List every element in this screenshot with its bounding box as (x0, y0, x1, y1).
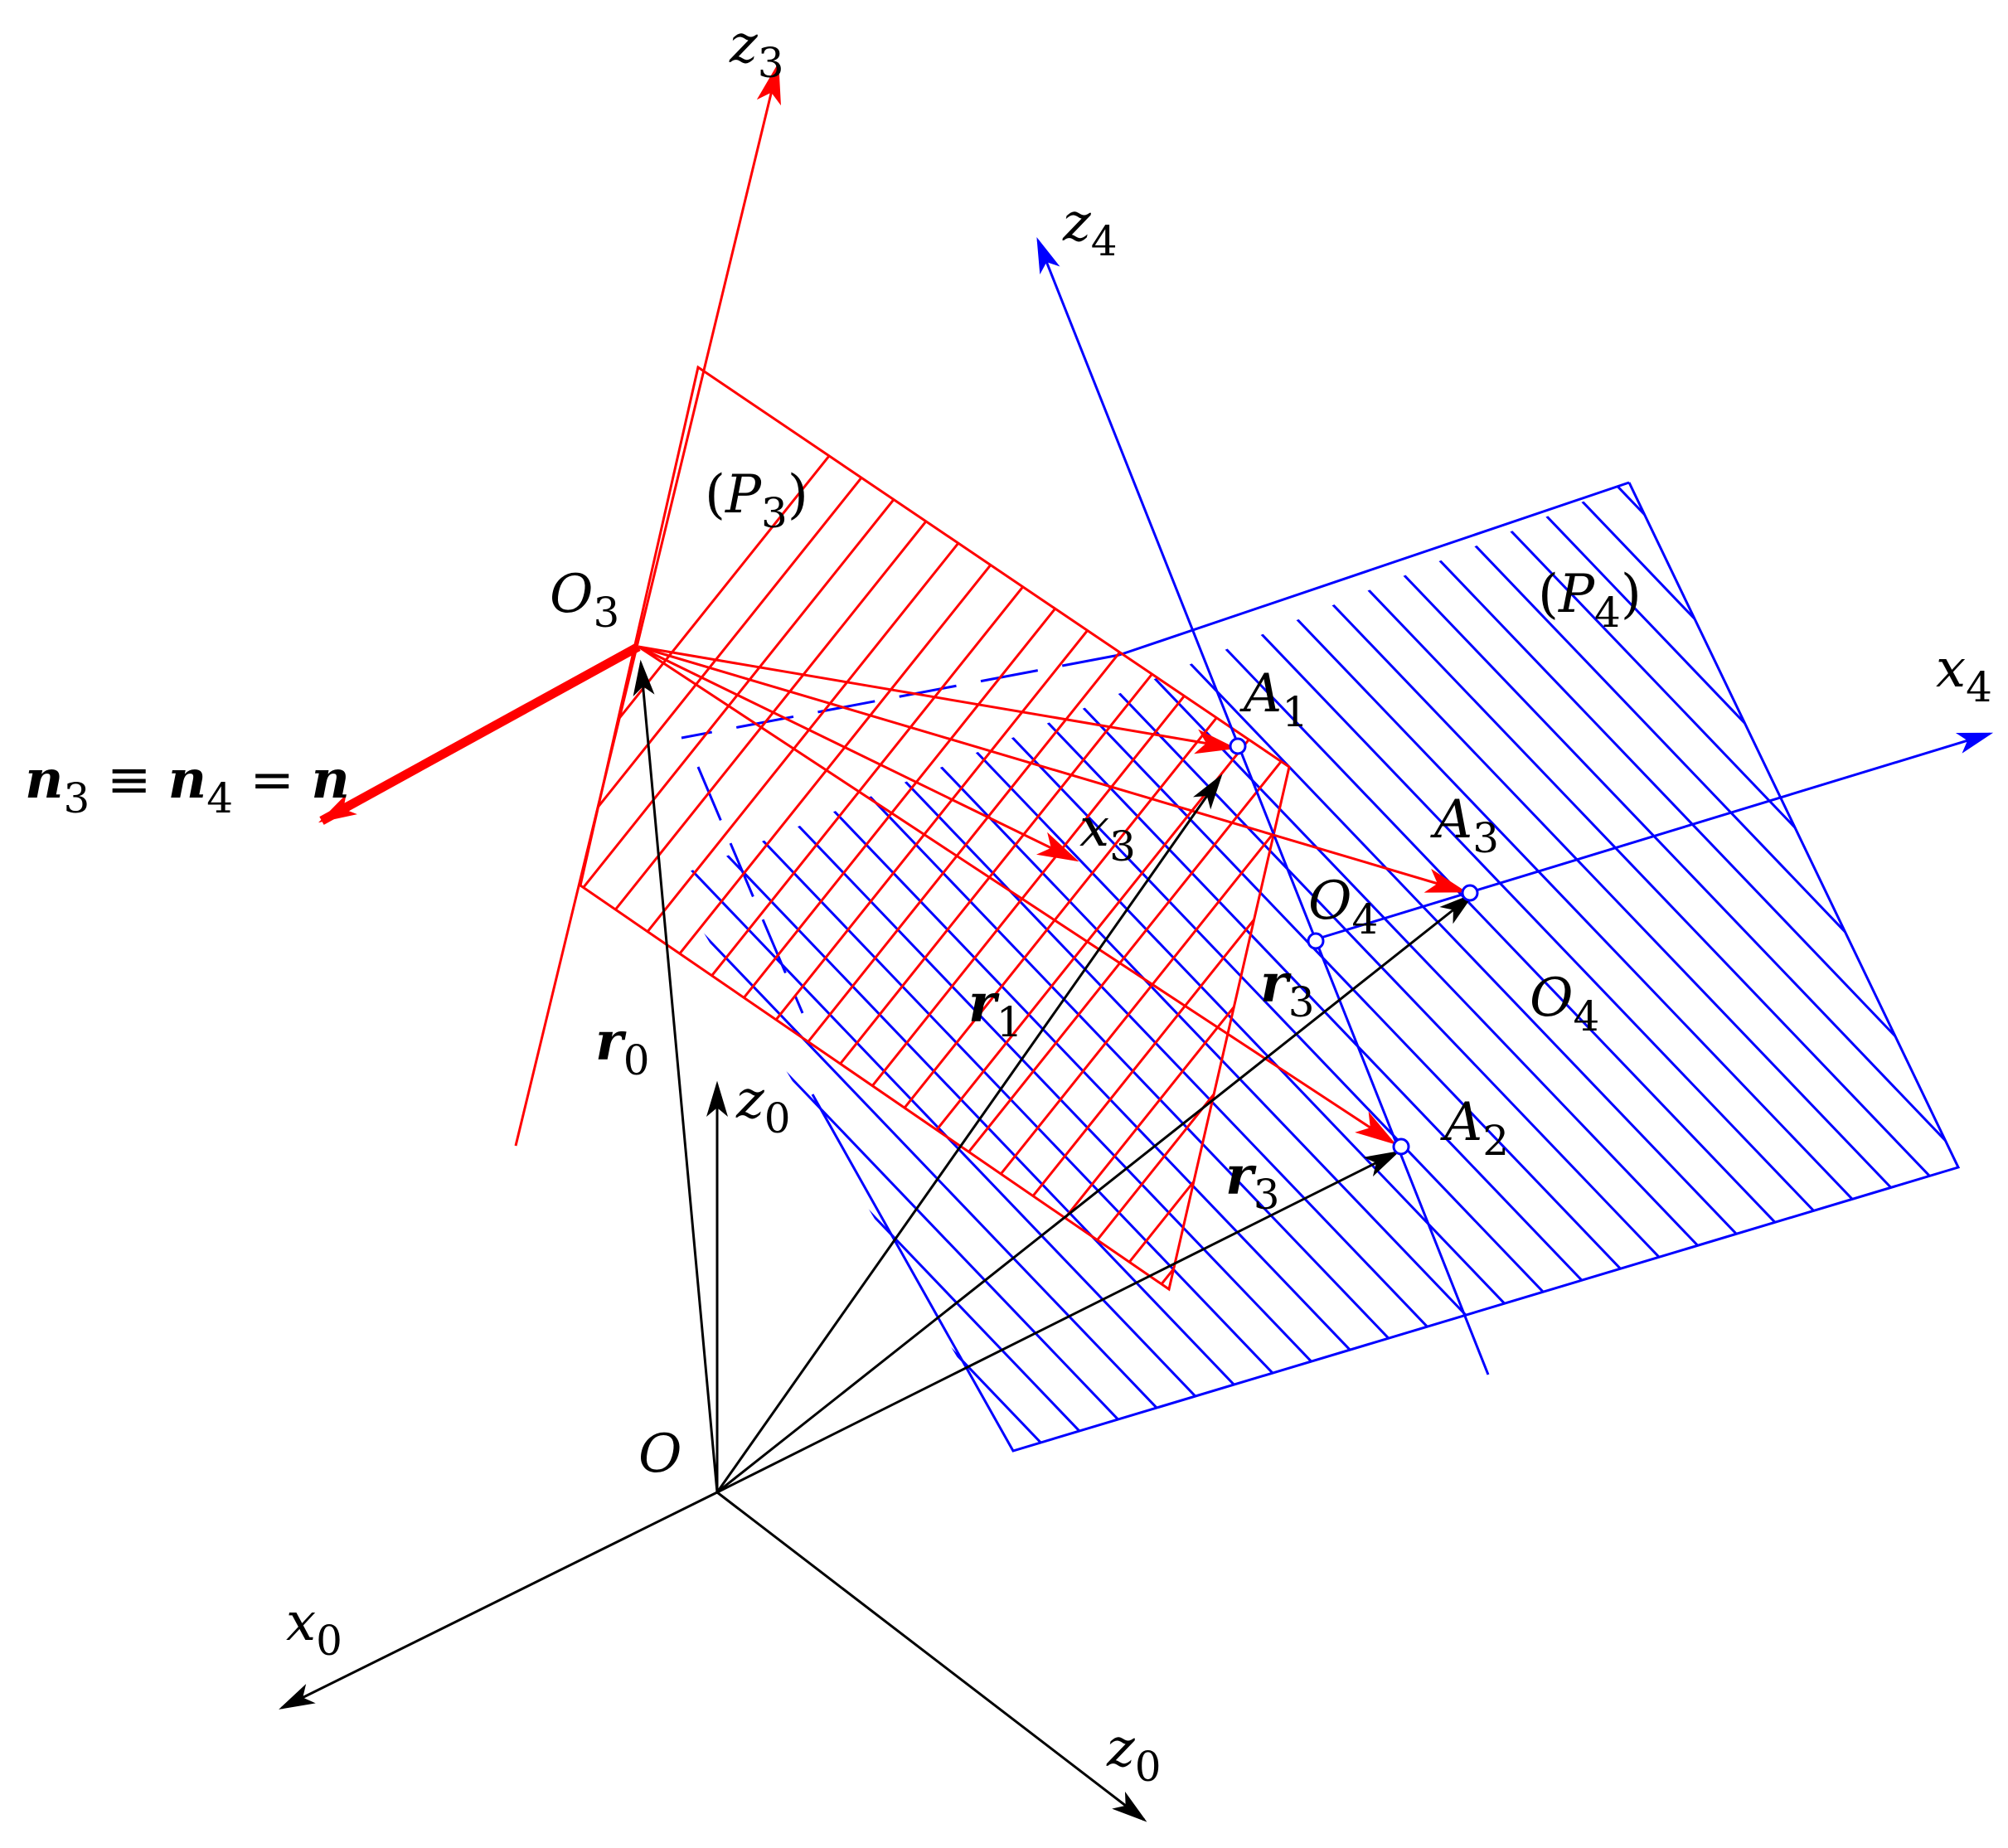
z0-diagonal-axis (716, 1491, 1147, 1822)
label-plane-p3: (P3) (705, 464, 808, 537)
label-z0-vertical: z0 (735, 1070, 791, 1142)
x4-axis (1317, 732, 1994, 940)
label-o4-upper: O4 (1308, 871, 1378, 943)
label-x3: x3 (1079, 798, 1136, 871)
label-z3: z3 (729, 14, 784, 87)
plane-p4-hatching (672, 483, 1958, 1451)
vector-o3-a2 (638, 645, 1397, 1145)
label-x4: x4 (1936, 638, 1992, 711)
labels: z3 z4 x4 x3 x0 z0 z0 O3 O4 O4 O A1 (25, 14, 1992, 1791)
label-r3-upper: r3 (1260, 953, 1315, 1026)
vector-o3-a1 (638, 645, 1237, 754)
label-x0: x0 (286, 1592, 342, 1665)
label-o-origin: O (638, 1424, 681, 1485)
label-a2: A2 (1440, 1092, 1509, 1165)
x3-axis (638, 645, 1079, 862)
label-z4: z4 (1062, 192, 1118, 265)
base-axes (279, 659, 1475, 1822)
z3-axis (514, 62, 781, 1147)
label-o4-lower: O4 (1530, 968, 1599, 1040)
label-normal-vector: n3 ≡ n4 = n (25, 749, 350, 822)
label-z0-diagonal: z0 (1106, 1718, 1162, 1791)
vector-r3-lower (716, 1151, 1400, 1494)
plane-p3-hatching (580, 367, 1289, 1289)
plane-p3 (579, 365, 1291, 1292)
x0-axis (279, 1491, 718, 1710)
red-vectors (638, 645, 1467, 1145)
vector-r1 (715, 774, 1223, 1493)
label-a3: A3 (1430, 789, 1499, 862)
vector-r0 (633, 659, 719, 1493)
plane-p4 (672, 481, 1961, 1453)
normal-vector-arrow (318, 643, 641, 825)
points (1229, 737, 1479, 1156)
label-r0: r0 (595, 1011, 650, 1084)
vector-o3-a3 (638, 645, 1467, 893)
point-a1 (1229, 737, 1247, 755)
point-a2 (1392, 1137, 1410, 1156)
label-r1: r1 (968, 973, 1023, 1046)
z4-axis (1036, 236, 1490, 1375)
plane-p4-outline (681, 481, 1961, 1453)
point-a3 (1461, 884, 1479, 902)
label-a1: A1 (1239, 663, 1308, 736)
vector-r3-upper (716, 893, 1475, 1494)
label-o3: O3 (550, 564, 619, 637)
label-r3-lower: r3 (1225, 1145, 1280, 1219)
label-plane-p4: (P4) (1538, 564, 1642, 637)
point-o4 (1307, 932, 1325, 950)
